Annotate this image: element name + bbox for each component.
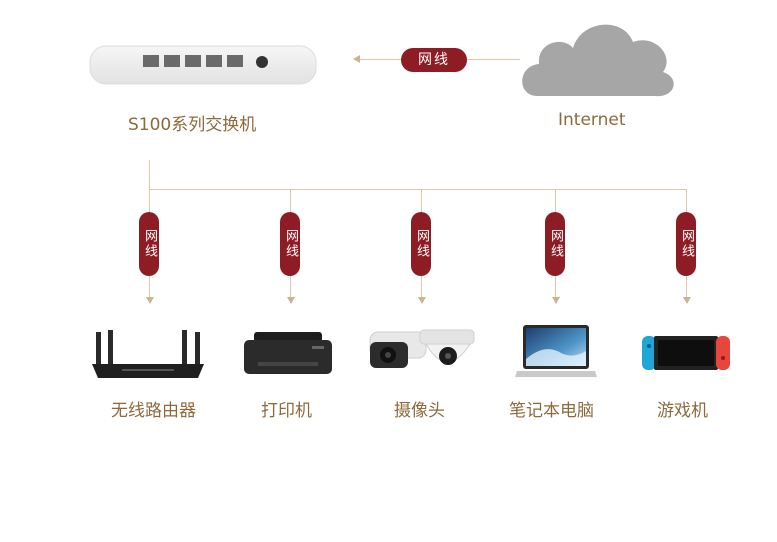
branch-arrow [146, 297, 154, 304]
cable-tag: 网线 [545, 212, 565, 276]
device-label-router: 无线路由器 [111, 401, 196, 421]
switch-image [89, 45, 317, 85]
printer-image [244, 332, 332, 374]
device-label-console: 游戏机 [657, 401, 708, 421]
cable-tag: 网线 [676, 212, 696, 276]
branch-arrow [418, 297, 426, 304]
cable-tag: 网线 [401, 48, 467, 72]
game-console-image [642, 336, 730, 370]
internet-label: Internet [558, 110, 626, 130]
bus-line [149, 189, 687, 190]
camera-image [369, 329, 475, 368]
laptop-image [515, 325, 597, 377]
device-label-camera: 摄像头 [394, 401, 445, 421]
branch-arrow [552, 297, 560, 304]
device-label-printer: 打印机 [261, 401, 312, 421]
cloud-icon [522, 24, 674, 97]
cable-tag: 网线 [280, 212, 300, 276]
branch-arrow [683, 297, 691, 304]
branch-arrow [287, 297, 295, 304]
trunk-line [149, 160, 150, 190]
switch-label: S100系列交换机 [128, 115, 257, 135]
cable-tag: 网线 [411, 212, 431, 276]
router-image [92, 330, 204, 378]
device-label-laptop: 笔记本电脑 [509, 401, 594, 421]
internet-link-arrow [353, 55, 360, 63]
cable-tag: 网线 [139, 212, 159, 276]
